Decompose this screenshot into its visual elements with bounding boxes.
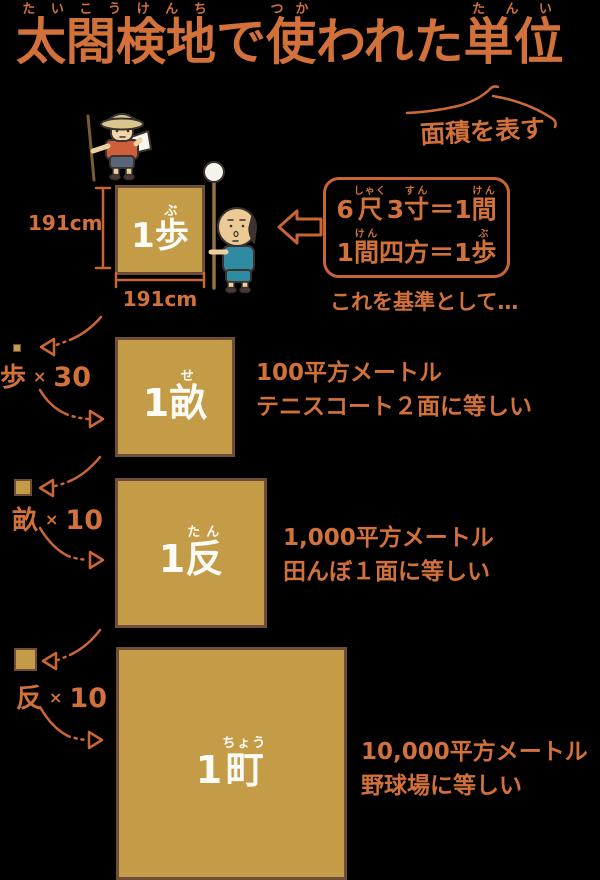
- shrink-arrow-a: [39, 315, 103, 357]
- square-1cho: 1町ちょう: [116, 647, 347, 880]
- description-line: 田んぼ１面に等しい: [283, 559, 490, 585]
- multiply-sign: ×: [45, 510, 59, 529]
- description-line: 1,000平方メートル: [283, 525, 494, 551]
- shrink-arrow-c: [41, 628, 102, 671]
- area-note: 面積を表す: [419, 113, 546, 150]
- formula-unit: 反: [16, 684, 43, 714]
- square-1tan: 1反たん: [115, 478, 267, 628]
- description-line: 野球場に等しい: [361, 773, 522, 799]
- description-line: テニスコート２面に等しい: [256, 394, 532, 420]
- square-1se: 1畝せ: [115, 337, 235, 457]
- surveyor-illustration: [86, 113, 152, 182]
- height-measure-label: 191cm: [28, 211, 103, 235]
- formula-value: 10: [69, 683, 107, 714]
- description-1se: 100平方メートル テニスコート２面に等しい: [256, 356, 532, 424]
- description-line: 10,000平方メートル: [361, 739, 588, 765]
- definition-callout: 6尺しゃく3寸すん＝1間けん 1間けん四方＝1歩ぶ: [323, 177, 510, 278]
- description-1tan: 1,000平方メートル 田んぼ１面に等しい: [283, 521, 494, 589]
- square-1cho-label: 1町ちょう: [195, 735, 268, 792]
- formula-unit: 歩: [0, 363, 27, 393]
- formula-unit: 畝: [12, 506, 39, 536]
- multiply-sign: ×: [33, 367, 47, 386]
- description-1cho: 10,000平方メートル 野球場に等しい: [361, 735, 588, 803]
- square-1se-label: 1畝せ: [142, 369, 208, 426]
- shrink-arrow-b: [38, 455, 102, 498]
- formula-value: 30: [53, 362, 91, 393]
- square-1tan-label: 1反たん: [158, 525, 224, 582]
- grow-arrow-a: [38, 388, 105, 429]
- square-1bu: 1歩ぶ: [115, 185, 205, 275]
- baseline-note: これを基準として…: [330, 290, 519, 314]
- square-1bu-label: 1歩ぶ: [131, 204, 189, 257]
- definition-line-2: 1間けん四方＝1歩ぶ: [336, 229, 497, 267]
- mini-square-tan: [14, 648, 37, 671]
- formula-tan-x10: 反 × 10: [16, 678, 107, 715]
- multiply-sign: ×: [49, 688, 63, 707]
- formula-bu-x30: 歩 × 30: [0, 357, 91, 394]
- formula-value: 10: [65, 505, 103, 536]
- pole-man-illustration: [203, 161, 257, 294]
- mini-square-bu: [13, 344, 21, 352]
- callout-arrow-icon: [277, 209, 323, 245]
- width-measure-line: [114, 271, 206, 289]
- description-line: 100平方メートル: [256, 360, 443, 386]
- width-measure-label: 191cm: [122, 287, 198, 311]
- mini-square-se: [14, 479, 32, 496]
- formula-se-x10: 畝 × 10: [12, 500, 103, 537]
- definition-line-1: 6尺しゃく3寸すん＝1間けん: [336, 185, 497, 224]
- page-title: 太閤検地たいこうけんちで使つかわれた単位たんい: [16, 2, 564, 71]
